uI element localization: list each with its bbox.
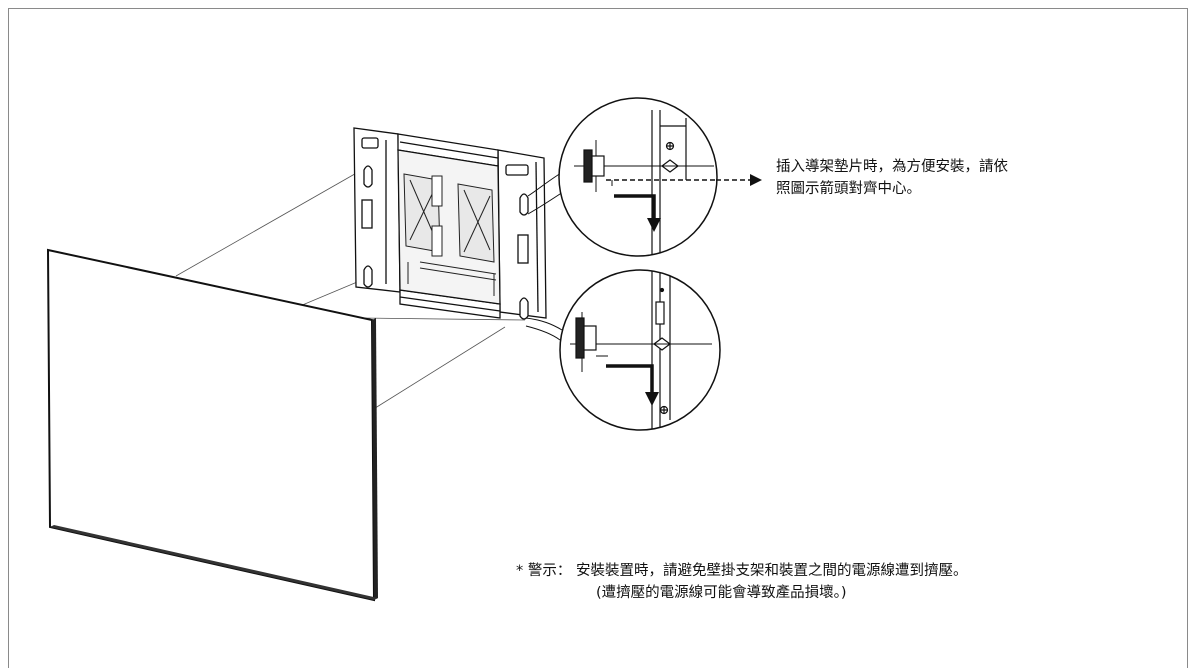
warning-line-2: (遭擠壓的電源線可能會導致產品損壞。) (596, 585, 847, 601)
bottom-detail-circle (559, 269, 721, 431)
alignment-instruction-line-2: 照圖示箭頭對齊中心。 (776, 181, 921, 197)
bracket-mechanism (403, 173, 497, 296)
callout-leaders (525, 169, 567, 341)
warning-line-1: * 警示： 安裝裝置時，請避免壁掛支架和裝置之間的電源線遭到擠壓。 (516, 563, 968, 579)
top-detail-circle (558, 97, 718, 257)
alignment-guide-lines (175, 170, 526, 411)
wall-bracket (353, 127, 547, 320)
alignment-arrow (716, 174, 762, 186)
alignment-instruction-note: 插入導架墊片時，為方便安裝，請依 照圖示箭頭對齊中心。 (776, 156, 1008, 200)
tv-panel (46, 248, 378, 602)
warning-note: * 警示： 安裝裝置時，請避免壁掛支架和裝置之間的電源線遭到擠壓。 (遭擠壓的電… (516, 560, 967, 604)
alignment-instruction-line-1: 插入導架墊片時，為方便安裝，請依 (776, 159, 1008, 175)
